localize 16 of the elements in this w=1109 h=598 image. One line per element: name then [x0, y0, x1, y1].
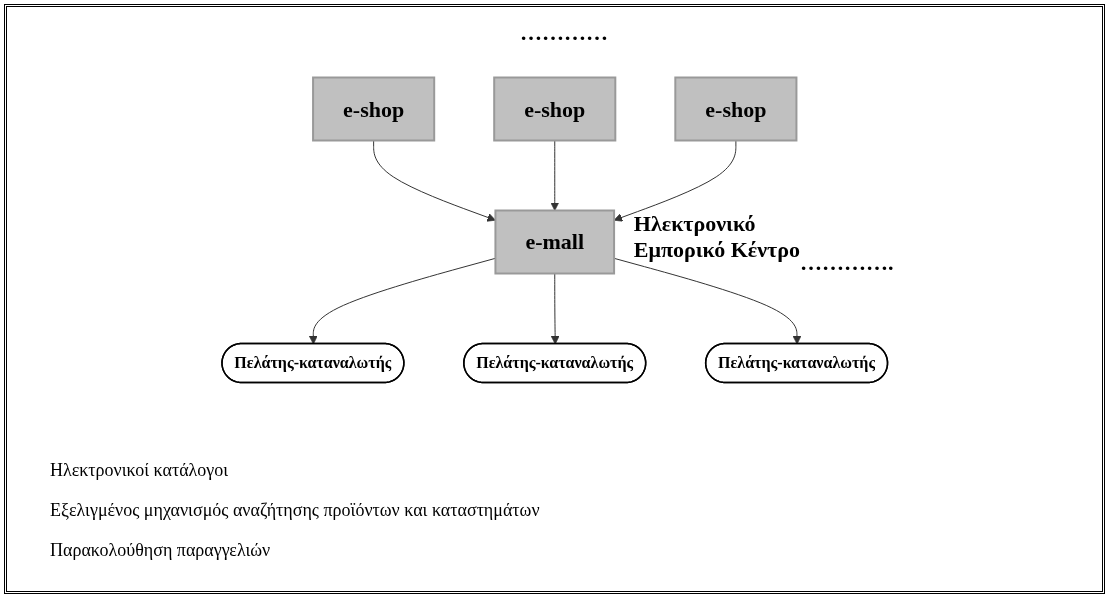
arrow [550, 273, 560, 345]
ellipsis-text: …………. [800, 250, 894, 276]
list-item: Παρακολούθηση παραγγελιών [50, 540, 271, 561]
node-box: e-mall [494, 209, 615, 275]
node-box: e-shop [674, 76, 798, 142]
arrow [308, 257, 496, 345]
arrow [550, 140, 559, 211]
list-item: Εξελιγμένος μηχανισμός αναζήτησης προϊόντων και καταστημάτων [50, 500, 540, 521]
arrow [613, 140, 737, 222]
arrow [372, 140, 496, 222]
arrow [613, 257, 802, 345]
caption-text: Ηλεκτρονικό Εμπορικό Κέντρο [633, 210, 801, 263]
ellipsis-text: ………… [520, 20, 608, 46]
list-item: Ηλεκτρονικοί κατάλογοι [50, 460, 229, 481]
node-box: e-shop [311, 76, 435, 142]
node-box: e-shop [492, 76, 617, 142]
